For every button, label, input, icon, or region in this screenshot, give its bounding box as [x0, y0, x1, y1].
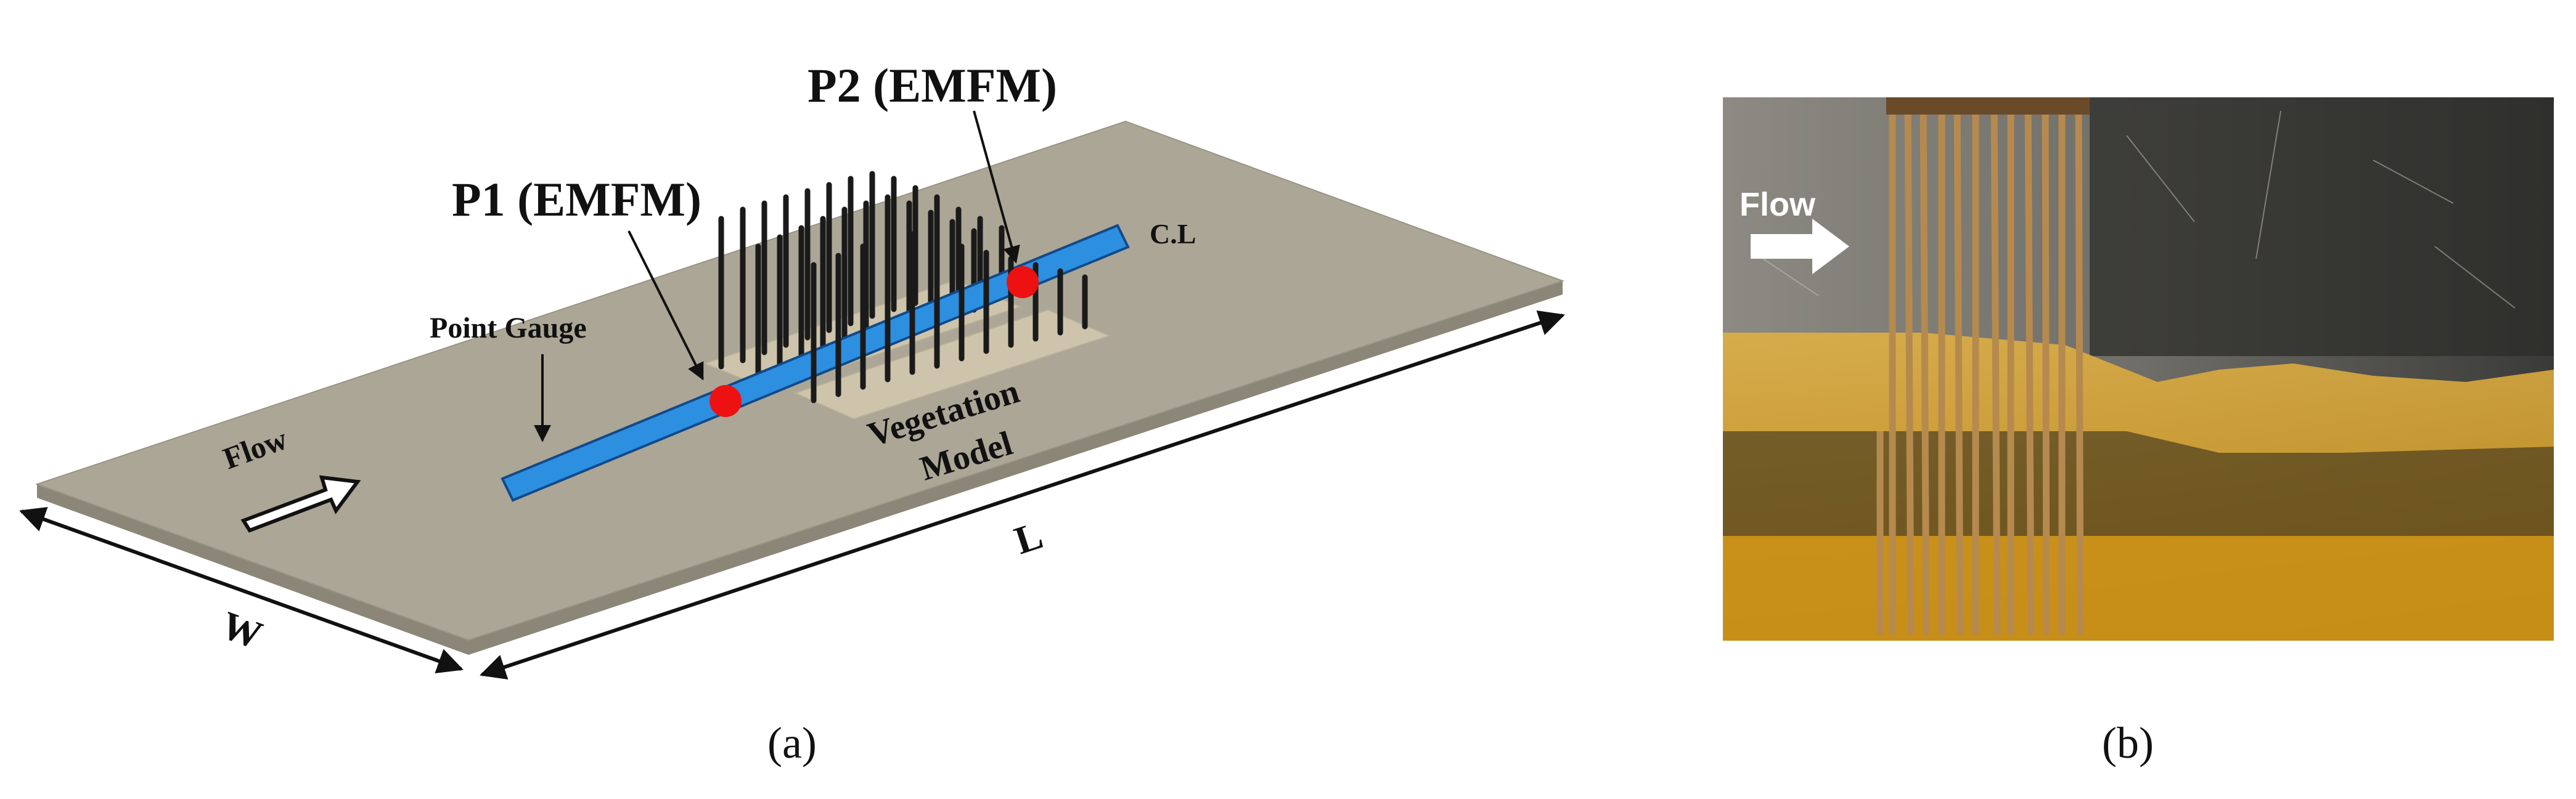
panel-b-photo: Flow (b) [1723, 97, 2554, 768]
probe-p1 [709, 385, 742, 417]
point-gauge-label: Point Gauge [430, 312, 587, 344]
length-dimension-line [480, 310, 1565, 679]
panel-a-schematic: P2 (EMFM) P1 (EMFM) C.L Point Gauge Flow… [19, 59, 1565, 768]
rod-holder-top [1886, 97, 2090, 115]
p1-label: P1 (EMFM) [452, 172, 701, 226]
probe-p2 [1007, 266, 1039, 298]
width-label: W [216, 602, 268, 657]
p2-pointer-arrow [973, 110, 1020, 264]
panel-b-caption: (b) [2102, 718, 2154, 768]
vegetation-rods [1876, 98, 2084, 635]
water-dark-band [1723, 431, 2554, 536]
p2-label: P2 (EMFM) [808, 59, 1057, 112]
width-dimension-line [19, 507, 464, 673]
panel-b-flow-label: Flow [1740, 186, 1816, 223]
length-label: L [1009, 513, 1048, 563]
flow-arrow-white-icon [1751, 219, 1849, 274]
flume-dark-wall [2090, 97, 2554, 356]
flume-bed [1723, 536, 2554, 641]
panel-a-caption: (a) [767, 718, 817, 768]
glass-scratches [1762, 110, 2516, 309]
centerline-label: C.L [1150, 218, 1196, 249]
